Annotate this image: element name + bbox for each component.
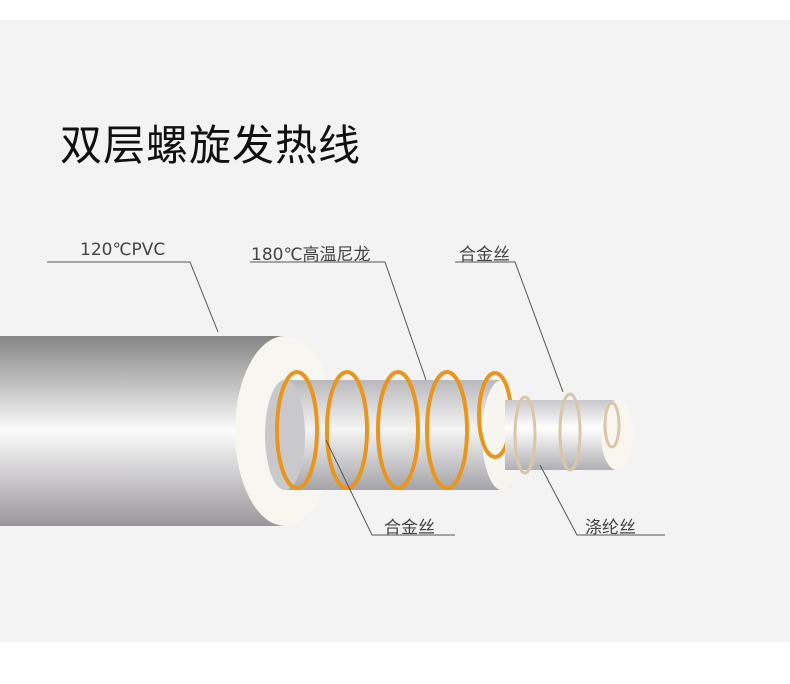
leader-lines — [47, 261, 665, 536]
inner-alloy-coil — [513, 392, 621, 475]
outer-alloy-coil — [275, 370, 513, 490]
label-alloy-top: 合金丝 — [459, 245, 510, 265]
label-pvc: 120℃PVC — [80, 240, 166, 260]
nylon-core — [265, 380, 522, 490]
label-nylon: 180℃高温尼龙 — [251, 245, 371, 265]
page-title: 双层螺旋发热线 — [60, 121, 362, 170]
polyester-inner-core — [505, 400, 633, 470]
label-polyester: 涤纶丝 — [585, 518, 636, 538]
background-panel — [0, 20, 790, 642]
label-alloy-bottom: 合金丝 — [384, 518, 435, 538]
